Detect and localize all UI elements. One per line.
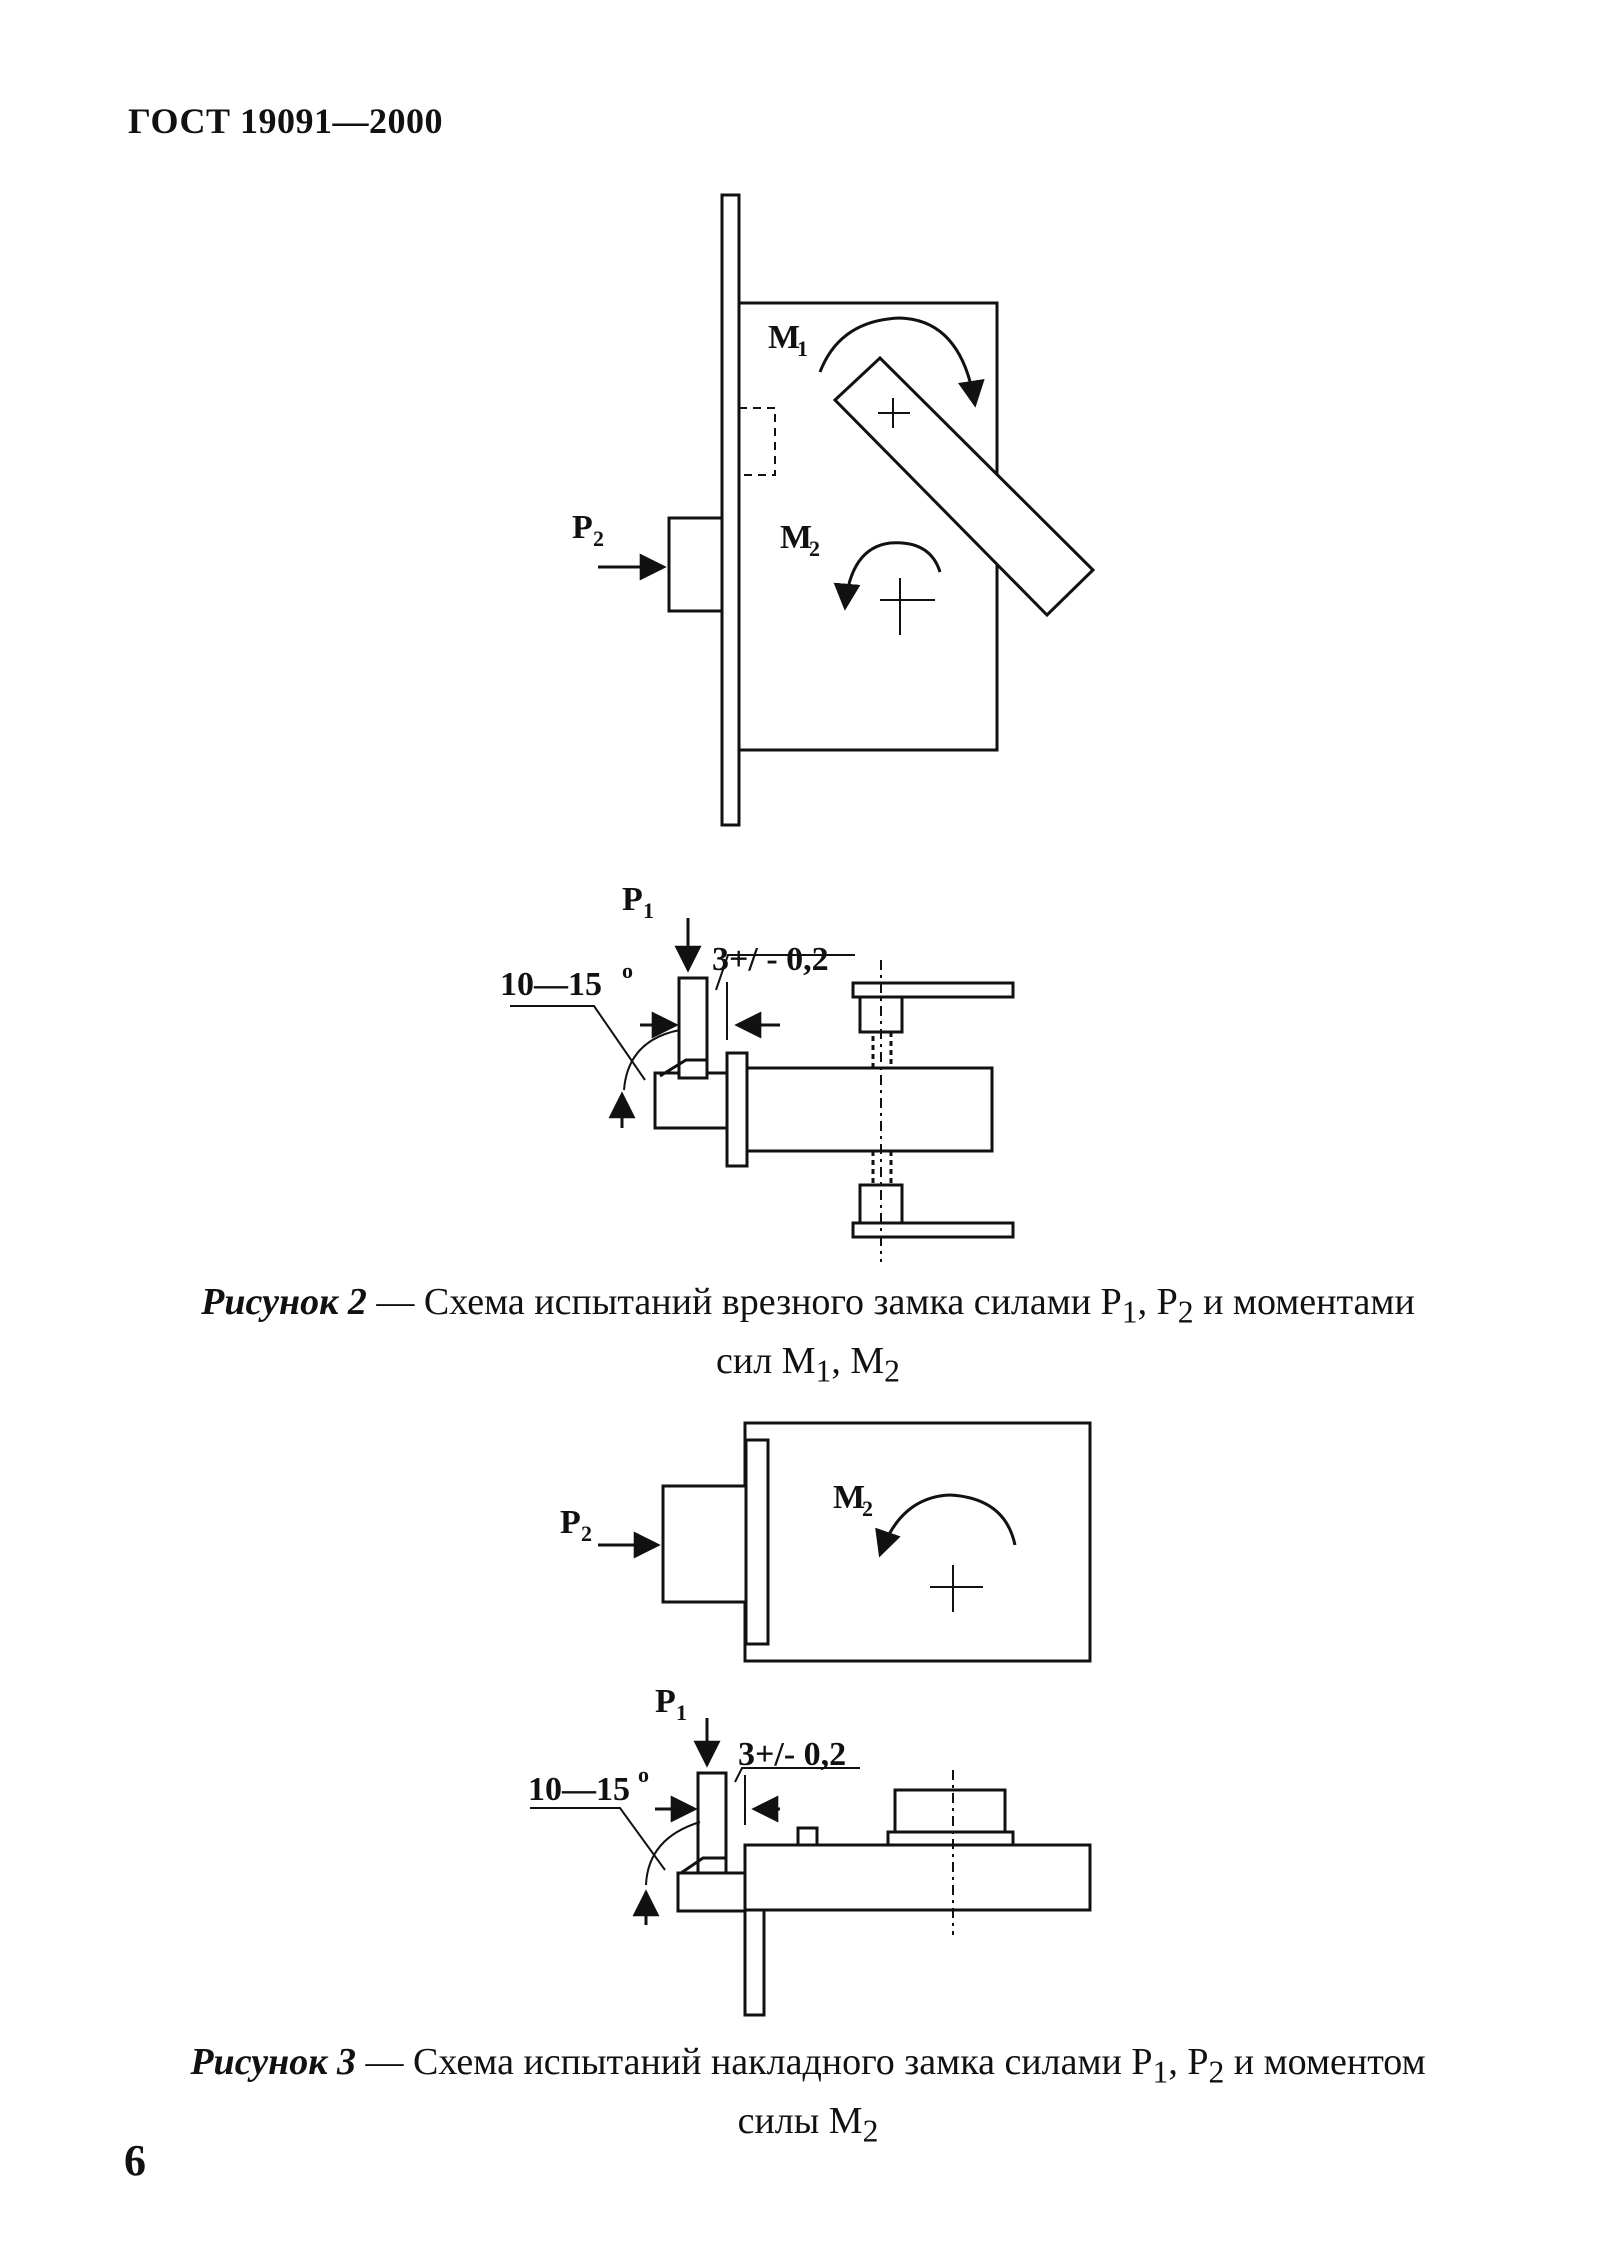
angle-leader [530, 1807, 666, 1871]
figure2-caption-line2: сил M1, M2 [100, 1337, 1516, 1396]
moment-m2-arrow [875, 1493, 1017, 1558]
label-p1-sub: 1 [676, 1700, 687, 1725]
caption-text: , P [1137, 1281, 1178, 1323]
figure3-caption: Рисунок 3 — Схема испытаний накладного з… [100, 2038, 1516, 2155]
label-p1: P [655, 1683, 676, 1720]
caption-text: , M [831, 1339, 885, 1382]
figure2-caption: Рисунок 2 — Схема испытаний врезного зам… [100, 1278, 1516, 1395]
caption-text: и моментами [1193, 1281, 1415, 1323]
figure3-top-view [598, 1421, 1092, 1663]
cross-upper [878, 398, 910, 428]
figure3-side-view [530, 1718, 1092, 2017]
caption-text: и моментом [1224, 2041, 1426, 2083]
bolt-tongue [653, 1071, 737, 1130]
cylinder-block [661, 1484, 748, 1604]
label-angle: 10—15 [500, 966, 602, 1003]
label-m1: M [768, 319, 800, 356]
lock-body [743, 1421, 1092, 1663]
label-angle-deg: o [638, 1762, 649, 1787]
caption-sub: 2 [862, 2113, 879, 2149]
label-m2: M [833, 1479, 865, 1516]
label-p2-sub: 2 [593, 526, 604, 551]
small-stud [796, 1826, 819, 1847]
bolt-tongue [676, 1871, 747, 1913]
caption-text: сил M [716, 1339, 816, 1382]
moment-m2-arrow [833, 541, 942, 611]
body-side [743, 1843, 1092, 1912]
figure3-caption-lead: Рисунок 3 [190, 2041, 357, 2083]
label-p1: P [622, 881, 643, 918]
label-p1-sub: 1 [643, 898, 654, 923]
caption-text: — Схема испытаний накладного замка силам… [356, 2041, 1153, 2083]
caption-sub: 1 [1152, 2054, 1169, 2090]
label-m2-sub: 2 [862, 1496, 873, 1521]
upper-plate [851, 981, 1015, 999]
lever [832, 355, 1096, 618]
label-m2: M [780, 519, 812, 556]
faceplate-side [725, 1051, 749, 1168]
label-gap: 3+/ - 0,2 [712, 941, 829, 978]
cross [930, 1565, 983, 1612]
label-p2: P [560, 1504, 581, 1541]
caption-sub: 1 [815, 1353, 832, 1389]
cross-lower [880, 578, 935, 635]
figure2-top-view [598, 193, 1096, 827]
angle-arc [623, 1029, 681, 1091]
housing-top [893, 1788, 1007, 1834]
figure2-side-view [510, 918, 1015, 1262]
label-angle-deg: o [622, 958, 633, 983]
gap-leader [715, 954, 855, 991]
document-code: ГОСТ 19091—2000 [128, 101, 443, 141]
label-gap: 3+/- 0,2 [738, 1736, 846, 1773]
caption-text: — Схема испытаний врезного замка силами … [366, 1281, 1122, 1323]
label-p2-sub: 2 [581, 1521, 592, 1546]
caption-sub: 2 [1177, 1294, 1194, 1330]
caption-sub: 2 [1208, 2054, 1225, 2090]
cylinder-block [667, 516, 724, 613]
gap-leader [734, 1767, 860, 1783]
label-p2: P [572, 509, 593, 546]
caption-sub: 1 [1121, 1294, 1138, 1330]
label-angle: 10—15 [528, 1771, 630, 1808]
lower-plate [851, 1221, 1015, 1239]
moment-m1-arrow [818, 316, 985, 408]
caption-sub: 2 [884, 1353, 900, 1389]
housing-base [886, 1830, 1015, 1847]
figure2-caption-line1: Рисунок 2 — Схема испытаний врезного зам… [100, 1278, 1516, 1337]
hidden-contour [739, 407, 776, 476]
caption-text: силы M [737, 2099, 863, 2142]
caption-text: , P [1168, 2041, 1209, 2083]
faceplate [744, 1438, 770, 1646]
pusher-bevel [680, 1856, 728, 1875]
page-number: 6 [124, 2136, 146, 2185]
angle-leader [510, 1005, 646, 1081]
angle-arc [645, 1821, 701, 1886]
label-m1-sub: 1 [797, 336, 808, 361]
faceplate [720, 193, 741, 827]
figure2-caption-lead: Рисунок 2 [201, 1281, 367, 1323]
pusher-bevel [659, 1058, 709, 1078]
figure3-caption-line2: силы M2 [100, 2097, 1516, 2156]
body-side [745, 1066, 994, 1153]
label-m2-sub: 2 [809, 536, 820, 561]
figure3-caption-line1: Рисунок 3 — Схема испытаний накладного з… [100, 2038, 1516, 2097]
